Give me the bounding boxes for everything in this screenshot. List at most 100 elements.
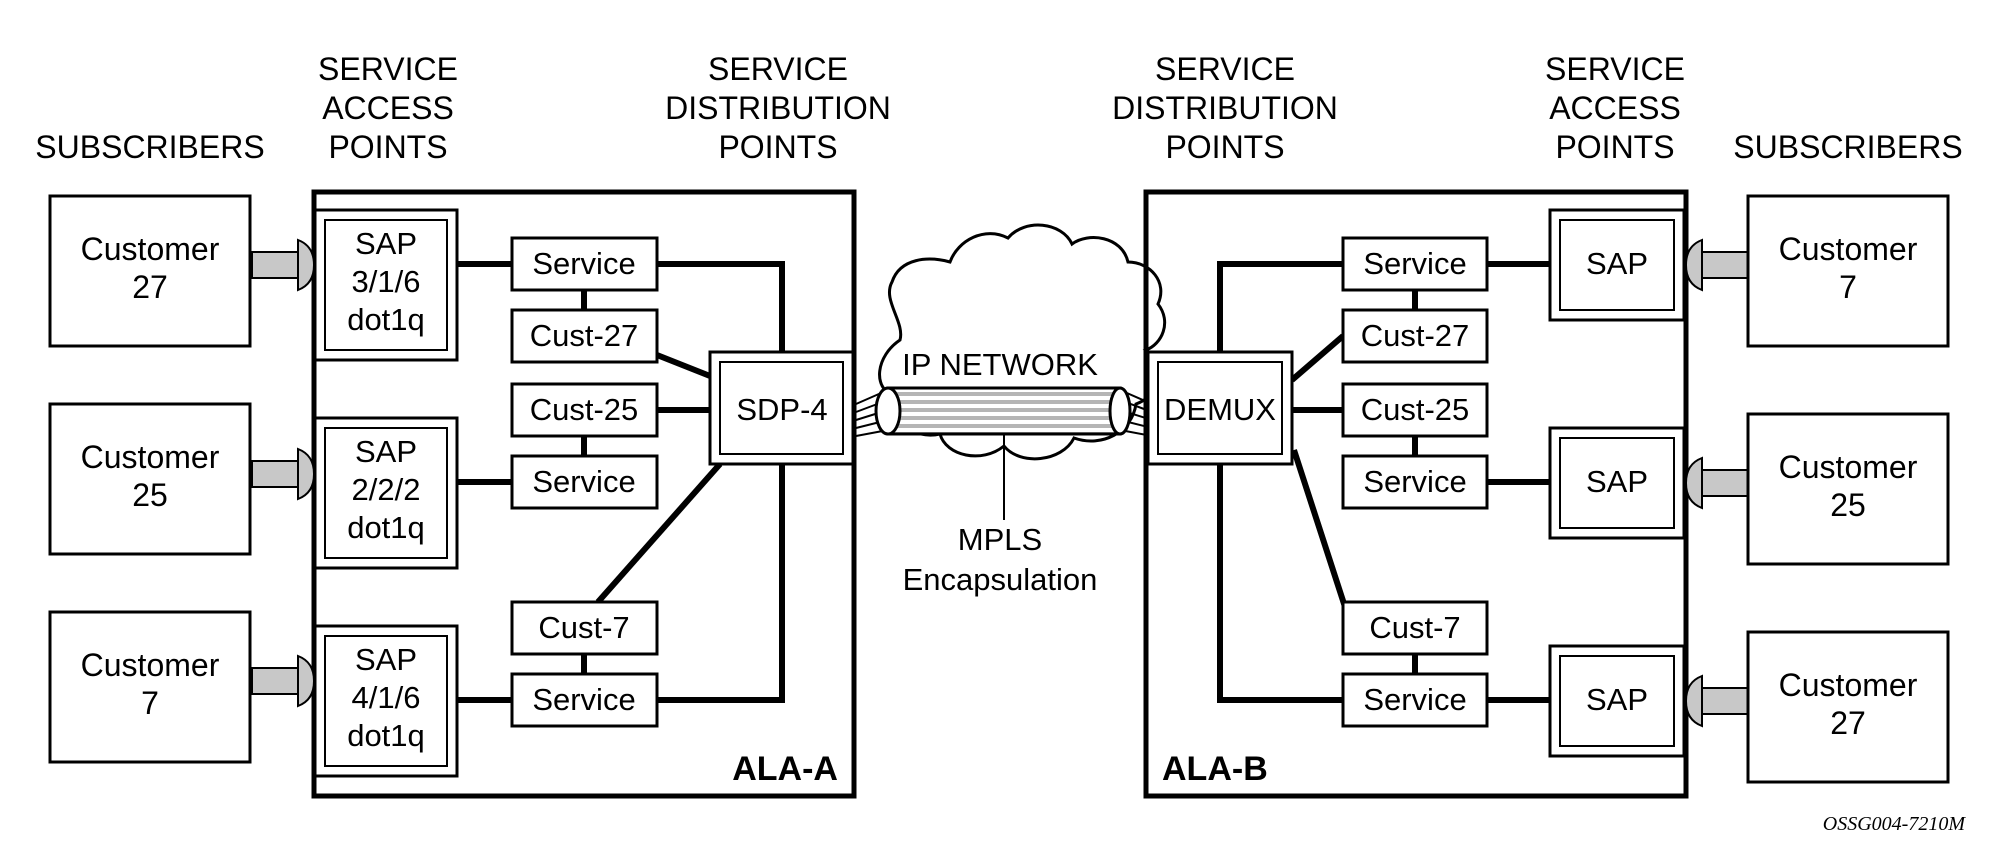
cust-box-frame: [1341, 308, 1489, 364]
svg-text:SERVICE: SERVICE: [1545, 51, 1685, 87]
customer-box-frame: [1746, 194, 1950, 348]
sap-port: 2/2/2: [352, 472, 421, 507]
connector-plug: [1684, 456, 1703, 510]
service-label: Service: [1363, 682, 1466, 717]
ala-b-label: ALA-B: [1162, 750, 1268, 788]
sap-inner-frame: [324, 427, 448, 559]
sap-encap: dot1q: [347, 510, 425, 545]
header-left-sap: SERVICE ACCESS POINTS: [318, 51, 458, 165]
svg-text:ACCESS: ACCESS: [322, 90, 454, 126]
demux-label: DEMUX: [1164, 392, 1276, 427]
cust-box-frame: [1341, 600, 1489, 656]
svg-text:SERVICE: SERVICE: [708, 51, 848, 87]
cust-box-7: Cust-7: [510, 600, 659, 656]
access-connector: [251, 654, 316, 708]
cust-label: Cust-27: [1361, 318, 1470, 353]
cust-box-25: Cust-25: [510, 382, 659, 438]
svg-text:DISTRIBUTION: DISTRIBUTION: [1112, 90, 1338, 126]
customer-box: Customer 7: [48, 610, 252, 764]
customer-id: 27: [132, 269, 168, 305]
service-box: Service: [1341, 236, 1489, 292]
customer-label: Customer: [1779, 231, 1918, 267]
sap-label: SAP: [1586, 682, 1648, 717]
header-right-sap: SERVICE ACCESS POINTS: [1545, 51, 1685, 165]
service-1-to-sdp-link: [657, 261, 785, 352]
encapsulation-label: Encapsulation: [903, 562, 1098, 597]
service-box: Service: [1341, 454, 1489, 510]
service-label: Service: [532, 464, 635, 499]
ala-a-label: ALA-A: [732, 750, 838, 788]
sap-box: SAP 3/1/6 dot1q: [313, 208, 459, 362]
sap-box: SAP 2/2/2 dot1q: [313, 416, 459, 570]
header-right-subscribers: SUBSCRIBERS: [1733, 129, 1962, 165]
customer-label: Customer: [1779, 667, 1918, 703]
customer-box: Customer 25: [1746, 412, 1950, 566]
cust-27-to-sdp-link: [655, 352, 712, 379]
cust-box-frame: [510, 308, 659, 364]
service-label: Service: [532, 246, 635, 281]
access-connector: [251, 447, 316, 501]
sap-label: SAP: [355, 226, 417, 261]
customer-box-frame: [48, 610, 252, 764]
customer-box-frame: [48, 402, 252, 556]
service-box: Service: [510, 672, 659, 728]
sap-inner-frame: [1559, 219, 1675, 311]
svg-text:SUBSCRIBERS: SUBSCRIBERS: [1733, 129, 1962, 165]
ip-network-label: IP NETWORK: [902, 347, 1098, 382]
svg-text:POINTS: POINTS: [1165, 129, 1284, 165]
sap-inner-frame: [1559, 437, 1675, 529]
connector-plug: [1684, 674, 1703, 728]
svg-text:SERVICE: SERVICE: [1155, 51, 1295, 87]
customer-box: Customer 27: [1746, 630, 1950, 784]
sap-label: SAP: [355, 642, 417, 677]
svg-text:SERVICE: SERVICE: [318, 51, 458, 87]
service-label: Service: [532, 682, 635, 717]
access-connector: [1684, 456, 1749, 510]
connector-cable: [1701, 251, 1749, 279]
header-left-subscribers: SUBSCRIBERS: [35, 129, 264, 165]
cust-label: Cust-25: [1361, 392, 1470, 427]
service-label: Service: [1363, 464, 1466, 499]
service-box-frame: [1341, 672, 1489, 728]
demux-to-service-3-link: [1217, 464, 1343, 703]
service-box: Service: [1341, 672, 1489, 728]
ala-b-node: [1143, 189, 1689, 799]
svg-text:DISTRIBUTION: DISTRIBUTION: [665, 90, 891, 126]
access-connector: [1684, 674, 1749, 728]
sap-inner-frame: [1559, 655, 1675, 747]
customer-label: Customer: [81, 231, 220, 267]
customer-id: 27: [1830, 705, 1866, 741]
connector-cable: [251, 251, 299, 279]
svg-text:POINTS: POINTS: [1555, 129, 1674, 165]
cust-box-frame: [510, 382, 659, 438]
service-box: Service: [510, 454, 659, 510]
connector-cable: [1701, 469, 1749, 497]
sap-box: SAP: [1548, 208, 1686, 322]
sap-label: SAP: [1586, 246, 1648, 281]
customer-box-frame: [1746, 412, 1950, 566]
service-box-frame: [510, 236, 659, 292]
tunnel-left-end: [874, 386, 902, 436]
customer-id: 7: [141, 685, 159, 721]
ala-b-links: [1217, 261, 1550, 703]
service-box: Service: [510, 236, 659, 292]
sap-encap: dot1q: [347, 718, 425, 753]
sap-box: SAP: [1548, 644, 1686, 758]
cust-label: Cust-27: [530, 318, 639, 353]
customer-box: Customer 27: [48, 194, 252, 348]
sap-port: 4/1/6: [352, 680, 421, 715]
cust-box-25: Cust-25: [1341, 382, 1489, 438]
cust-box-27: Cust-27: [510, 308, 659, 364]
service-label: Service: [1363, 246, 1466, 281]
sap-box: SAP: [1548, 426, 1686, 540]
cust-box-27: Cust-27: [1341, 308, 1489, 364]
header-right-sdp: SERVICE DISTRIBUTION POINTS: [1112, 51, 1338, 165]
ala-a-links: [457, 261, 785, 703]
mpls-label: MPLS: [958, 522, 1042, 557]
sdp-label: SDP-4: [736, 392, 827, 427]
tunnel-body: [886, 386, 1122, 436]
header-left-sdp: SERVICE DISTRIBUTION POINTS: [665, 51, 891, 165]
customer-id: 25: [132, 477, 168, 513]
demux-to-cust-27-link: [1290, 333, 1345, 383]
